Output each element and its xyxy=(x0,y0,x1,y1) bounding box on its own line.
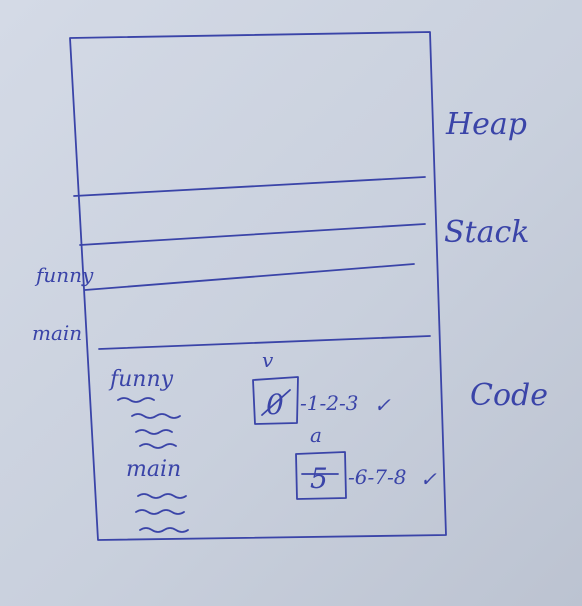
divider-heap-bottom xyxy=(73,176,426,197)
divider-stack-top xyxy=(79,223,426,246)
var-v-sequence: -1-2-3 xyxy=(300,391,358,415)
stack-label: Stack xyxy=(444,215,529,250)
var-a-name: a xyxy=(310,423,322,447)
var-a-value: 5 xyxy=(310,462,328,495)
var-a-sequence: -6-7-8 xyxy=(348,465,406,489)
var-v-name: v xyxy=(262,348,274,372)
var-v-strike xyxy=(261,389,291,416)
heap-label: Heap xyxy=(445,107,527,142)
var-v-box xyxy=(252,376,299,425)
divider-code-top xyxy=(98,335,431,350)
code-funny-label: funny xyxy=(108,367,174,392)
var-a-box xyxy=(295,451,347,500)
memory-outline xyxy=(69,31,447,541)
frame-funny-label: funny xyxy=(34,263,94,287)
var-a-check: ✓ xyxy=(420,467,437,491)
divider-funny-frame xyxy=(84,263,415,291)
frame-main-label: main xyxy=(32,321,82,345)
var-v-check: ✓ xyxy=(374,393,391,417)
funny-code-squiggles xyxy=(117,397,181,449)
main-code-squiggles xyxy=(135,493,189,533)
code-main-label: main xyxy=(126,457,181,482)
code-label: Code xyxy=(470,378,548,413)
